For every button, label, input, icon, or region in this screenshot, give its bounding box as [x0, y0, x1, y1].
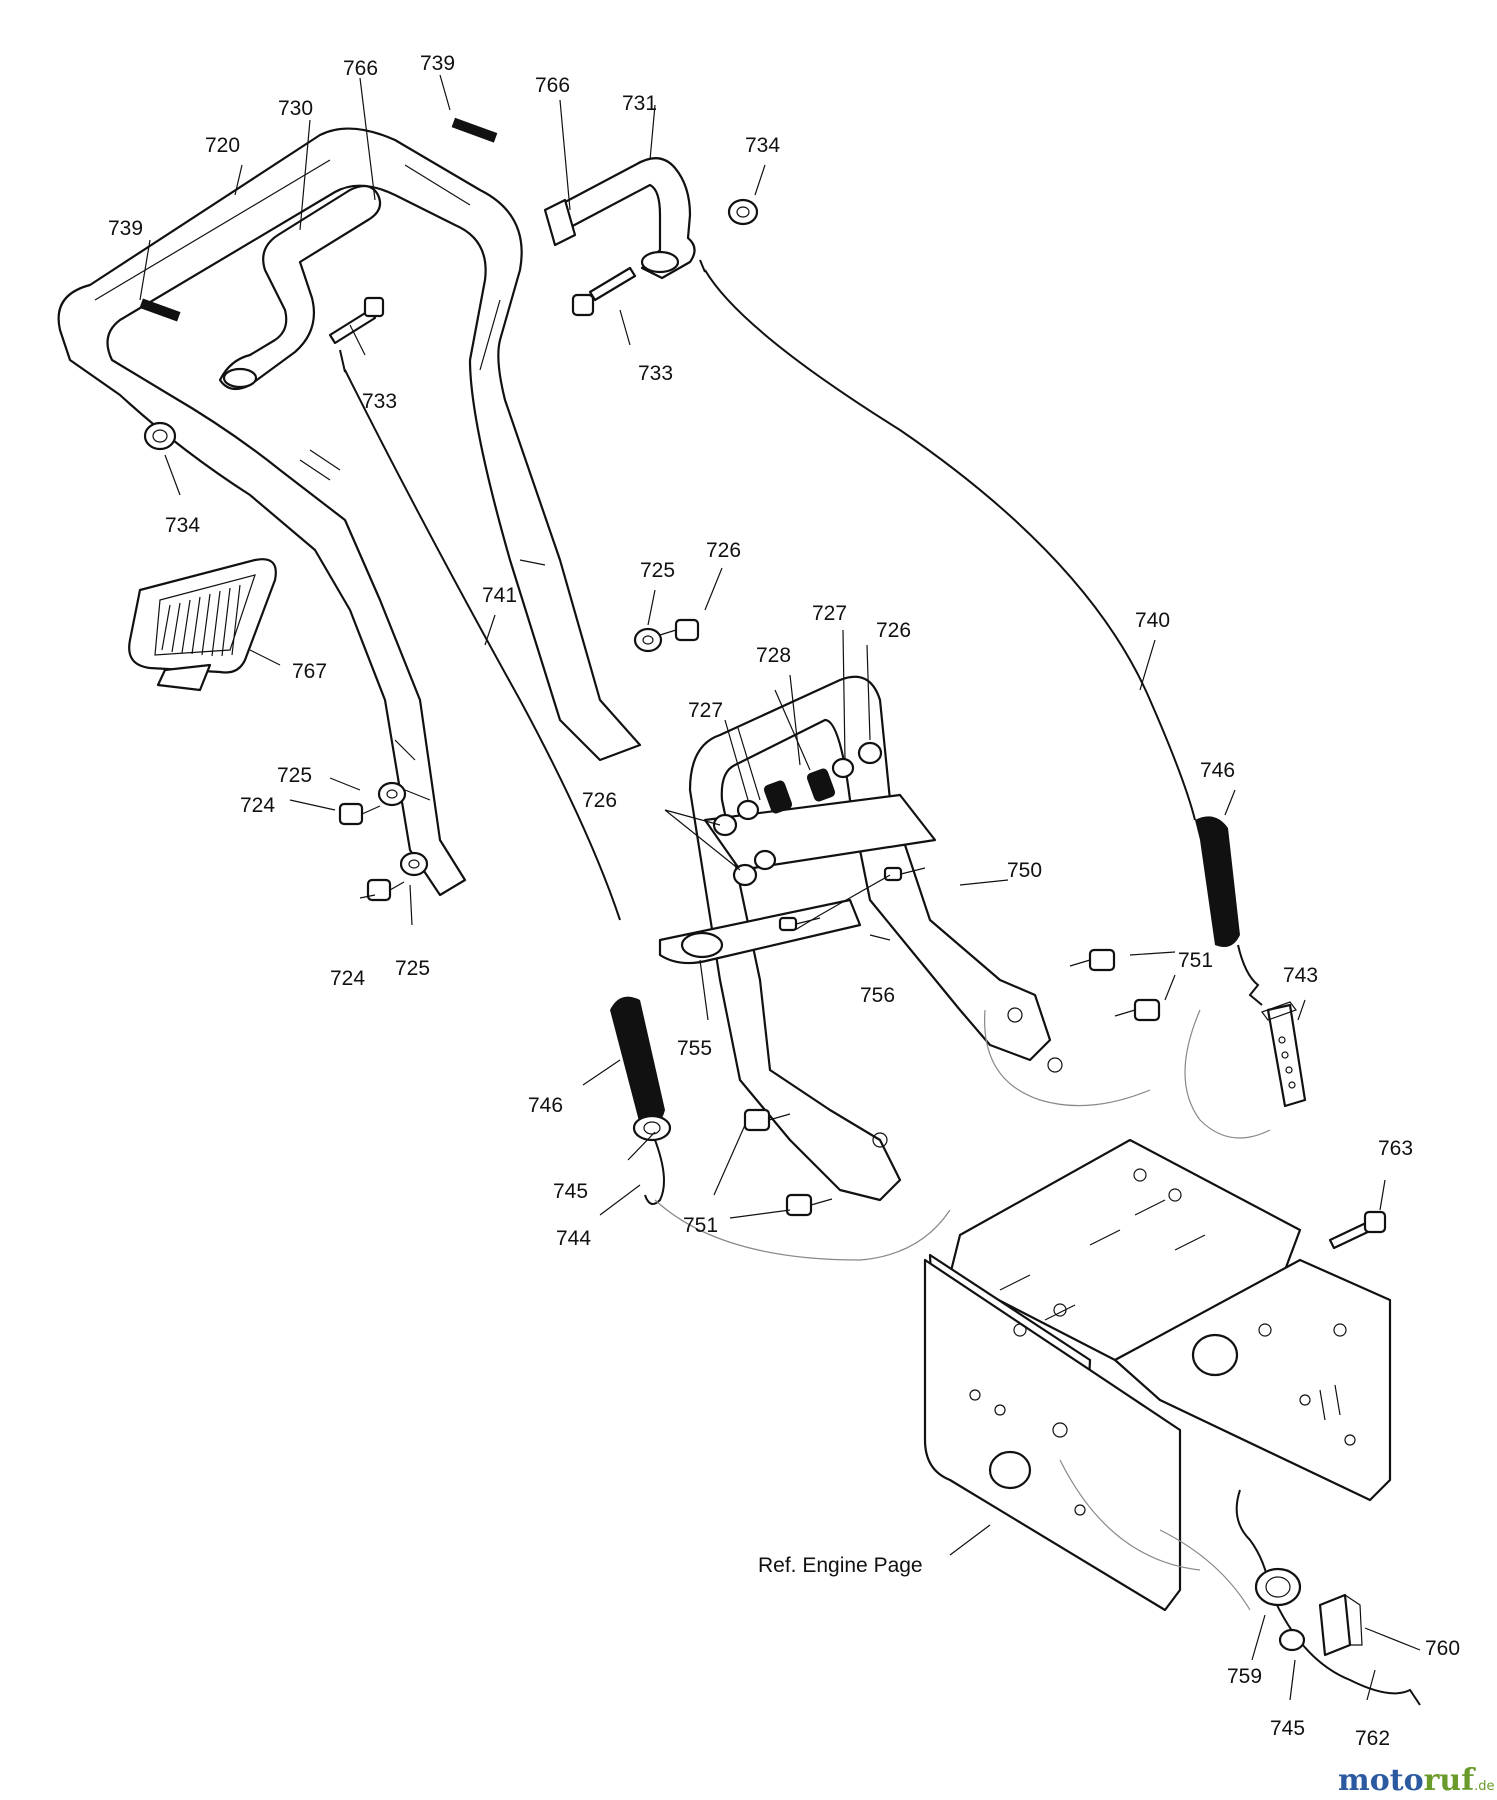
- washer-725-mid: [377, 781, 407, 807]
- label-746-left: 746: [528, 1094, 563, 1117]
- decal-739-left: [139, 298, 181, 322]
- label-759: 759: [1227, 1665, 1262, 1688]
- label-726-left: 726: [582, 789, 617, 812]
- bolt-733-right: [571, 266, 637, 317]
- label-743: 743: [1283, 964, 1318, 987]
- bolt-724-low: [366, 878, 405, 902]
- label-728: 728: [756, 644, 791, 667]
- bolt-751-c: [743, 1108, 791, 1132]
- label-726-right: 726: [876, 619, 911, 642]
- cable-sleeve-746-right: [1195, 816, 1263, 1006]
- spring-759: [1254, 1567, 1302, 1607]
- label-745-lower: 745: [1270, 1717, 1305, 1740]
- watermark-logo: motoruf.de: [1338, 1763, 1495, 1798]
- label-720: 720: [205, 134, 240, 157]
- label-751-lower: 751: [683, 1214, 718, 1237]
- watermark-part1: moto: [1338, 1763, 1424, 1798]
- bolt-726-upper: [659, 618, 700, 642]
- bolt-751-a: [1069, 948, 1116, 972]
- cable-sleeve-746-left: [610, 996, 672, 1205]
- bolt-751-b: [1114, 998, 1161, 1022]
- assembly-guide-lines: [654, 1009, 1271, 1611]
- label-725-upper: 725: [640, 559, 675, 582]
- control-lever-731: [543, 157, 696, 280]
- label-756: 756: [860, 984, 895, 1007]
- bolt-724-mid: [338, 802, 381, 826]
- watermark-suffix: .de: [1474, 1779, 1494, 1794]
- label-740: 740: [1135, 609, 1170, 632]
- hand-grip-767: [128, 558, 277, 692]
- label-741: 741: [482, 584, 517, 607]
- cable-740: [704, 269, 1196, 821]
- label-755: 755: [677, 1037, 712, 1060]
- label-730: 730: [278, 97, 313, 120]
- label-739-top: 739: [420, 52, 455, 75]
- label-751-upper: 751: [1178, 949, 1213, 972]
- watermark-part2: ruf: [1424, 1763, 1477, 1798]
- decal-739-right: [451, 117, 498, 143]
- label-724-low: 724: [330, 967, 365, 990]
- label-727-right: 727: [812, 602, 847, 625]
- label-734-left: 734: [165, 514, 200, 537]
- nut-726-c: [753, 849, 777, 871]
- label-766-left: 766: [343, 57, 378, 80]
- label-725-mid: 725: [277, 764, 312, 787]
- label-763: 763: [1378, 1137, 1413, 1160]
- label-739-left: 739: [108, 217, 143, 240]
- washer-726-a: [712, 813, 738, 837]
- label-762: 762: [1355, 1727, 1390, 1750]
- nut-727-b: [831, 757, 855, 779]
- label-734-right: 734: [745, 134, 780, 157]
- lower-housing: [923, 1138, 1392, 1612]
- nut-734-left: [143, 421, 177, 451]
- label-725-low: 725: [395, 957, 430, 980]
- label-745-left: 745: [553, 1180, 588, 1203]
- washer-725-low: [399, 851, 429, 877]
- spring-728-b: [806, 768, 836, 802]
- label-726-upper: 726: [706, 539, 741, 562]
- label-750: 750: [1007, 859, 1042, 882]
- washer-726-d: [857, 741, 883, 765]
- label-724-mid: 724: [240, 794, 275, 817]
- spring-728-a: [763, 780, 793, 814]
- upper-handle-720: [57, 127, 642, 897]
- cable-741: [344, 369, 621, 921]
- bolt-751-d: [785, 1193, 833, 1217]
- bolt-756-a: [778, 916, 821, 932]
- nut-727-a: [736, 799, 760, 821]
- bracket-760: [1318, 1593, 1363, 1657]
- label-744: 744: [556, 1227, 591, 1250]
- label-727-left: 727: [688, 699, 723, 722]
- label-760: 760: [1425, 1637, 1460, 1660]
- bolt-756-b: [883, 866, 926, 882]
- label-767: 767: [292, 660, 327, 683]
- nut-734-right: [727, 198, 759, 226]
- cable-762: [1235, 1489, 1421, 1706]
- label-733-left: 733: [362, 390, 397, 413]
- leader-lines: [139, 74, 1421, 1701]
- svg-text:motoruf.de: motoruf.de: [1338, 1763, 1495, 1798]
- washer-725-upper: [633, 627, 663, 653]
- label-766-right: 766: [535, 74, 570, 97]
- label-731: 731: [622, 92, 657, 115]
- bolt-733-left: [328, 296, 385, 345]
- nut-745-lower: [1278, 1628, 1306, 1652]
- bracket-743: [1261, 1001, 1307, 1108]
- ref-engine-page-note: Ref. Engine Page: [758, 1554, 923, 1577]
- label-733-right: 733: [638, 362, 673, 385]
- bolt-763: [1328, 1210, 1387, 1250]
- control-lever-730: [218, 184, 382, 391]
- label-746-right: 746: [1200, 759, 1235, 782]
